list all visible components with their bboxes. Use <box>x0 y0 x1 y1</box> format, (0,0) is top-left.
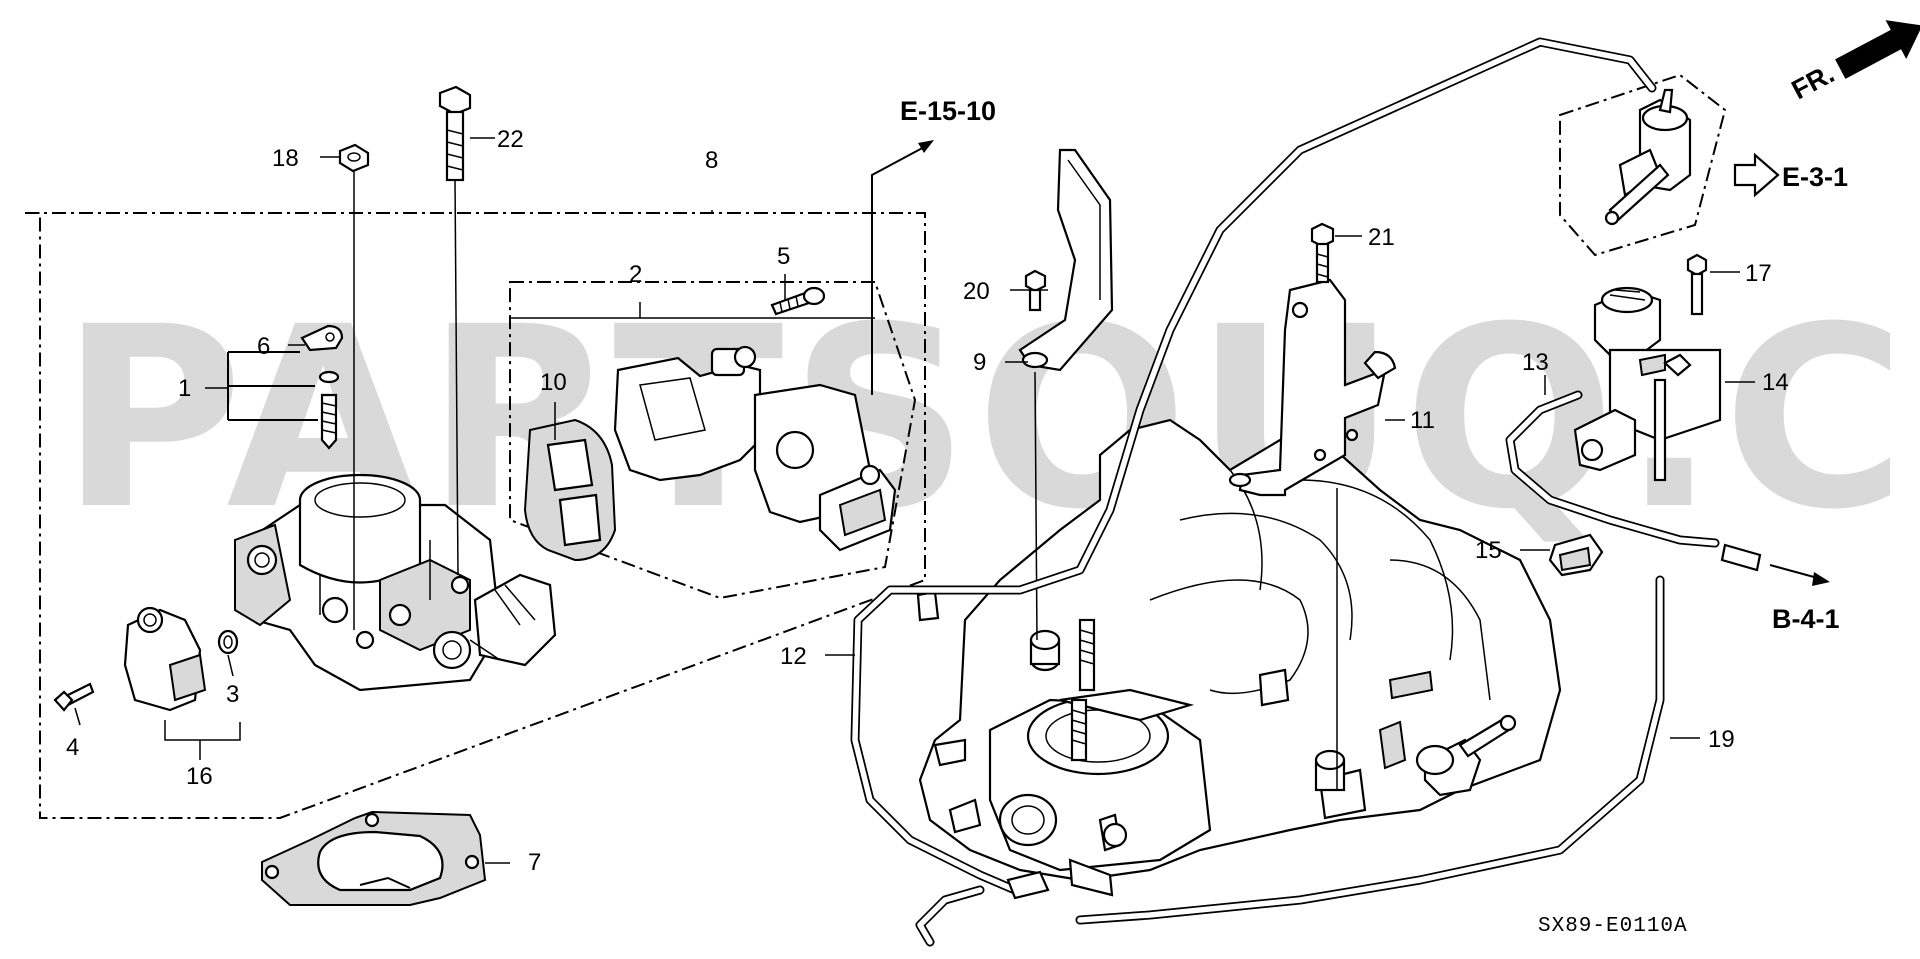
bracket-1-6 <box>227 351 318 421</box>
leader-e15-10 <box>871 144 929 395</box>
hose-connector-b4-1 <box>1720 543 1830 586</box>
vacuum-hose-19-inner <box>1077 577 1663 923</box>
fuel-pressure-regulator <box>1604 88 1692 226</box>
bolt-22 <box>438 85 472 182</box>
adjust-screw-1 <box>320 393 338 450</box>
screw-5 <box>770 286 826 316</box>
bracket-9 <box>1018 148 1114 372</box>
idle-air-control-valve <box>613 345 897 552</box>
manifold-studs <box>1029 618 1346 792</box>
bolt-20 <box>1024 269 1047 312</box>
bracket-11 <box>1228 278 1397 497</box>
callout-14: 14 <box>1762 369 1789 396</box>
callout-18: 18 <box>272 145 299 172</box>
throttle-body-assembly-outline <box>25 212 926 819</box>
callout-22: 22 <box>497 126 524 153</box>
callout-7: 7 <box>528 849 541 876</box>
callout-8: 8 <box>705 147 718 174</box>
o-ring-3 <box>217 629 239 655</box>
ref-e3-1[interactable]: E-3-1 <box>1782 162 1848 192</box>
callout-6: 6 <box>257 333 270 360</box>
gasket-10 <box>523 418 617 562</box>
callout-labels: 1 2 3 4 5 6 7 8 9 10 11 12 13 14 15 16 1… <box>66 126 1789 876</box>
front-label: FR. <box>1787 58 1839 105</box>
ref-b4-1[interactable]: B-4-1 <box>1772 604 1840 634</box>
callout-13: 13 <box>1522 349 1549 376</box>
leader-22 <box>454 179 459 576</box>
callout-20: 20 <box>963 278 990 305</box>
callout-leaders <box>74 137 1755 864</box>
vacuum-solenoid-valve-14 <box>1573 286 1722 482</box>
ref-e15-10[interactable]: E-15-10 <box>900 96 996 126</box>
callout-12: 12 <box>780 643 807 670</box>
callout-2: 2 <box>629 261 642 288</box>
callout-19: 19 <box>1708 726 1735 753</box>
drawing-code: SX89-E0110A <box>1538 915 1688 938</box>
o-ring-1 <box>318 370 340 384</box>
hose-12-fitting <box>1006 870 1050 900</box>
callout-4: 4 <box>66 734 79 761</box>
callout-21: 21 <box>1368 224 1395 251</box>
pressure-regulator-outline <box>1559 73 1727 257</box>
plate-6 <box>300 324 344 352</box>
callout-15: 15 <box>1475 537 1502 564</box>
throttle-body <box>234 473 557 692</box>
vacuum-hose-13-inner <box>1507 392 1718 546</box>
bolt-17 <box>1686 253 1708 316</box>
callout-10: 10 <box>540 369 567 396</box>
nut-18 <box>338 143 370 173</box>
leader-20-down <box>1034 371 1038 641</box>
front-arrow <box>1835 20 1920 79</box>
idle-air-valve-assembly-outline <box>509 281 917 600</box>
hose-clamp-15 <box>1548 533 1604 577</box>
callout-17: 17 <box>1745 260 1772 287</box>
gasket-7 <box>261 810 487 906</box>
vacuum-hose-12-inner <box>852 39 1655 945</box>
callout-11: 11 <box>1410 407 1435 434</box>
callout-5: 5 <box>777 243 790 270</box>
arrow-e3-1 <box>1733 152 1780 198</box>
bolt-21 <box>1310 222 1335 284</box>
throttle-position-sensor <box>123 606 207 712</box>
bolt-4 <box>53 682 95 712</box>
callout-16: 16 <box>186 763 213 790</box>
arrow-e15-10 <box>918 140 934 153</box>
intake-manifold <box>916 418 1562 897</box>
callout-9: 9 <box>973 349 986 376</box>
callout-3: 3 <box>226 681 239 708</box>
callout-1: 1 <box>178 375 191 402</box>
